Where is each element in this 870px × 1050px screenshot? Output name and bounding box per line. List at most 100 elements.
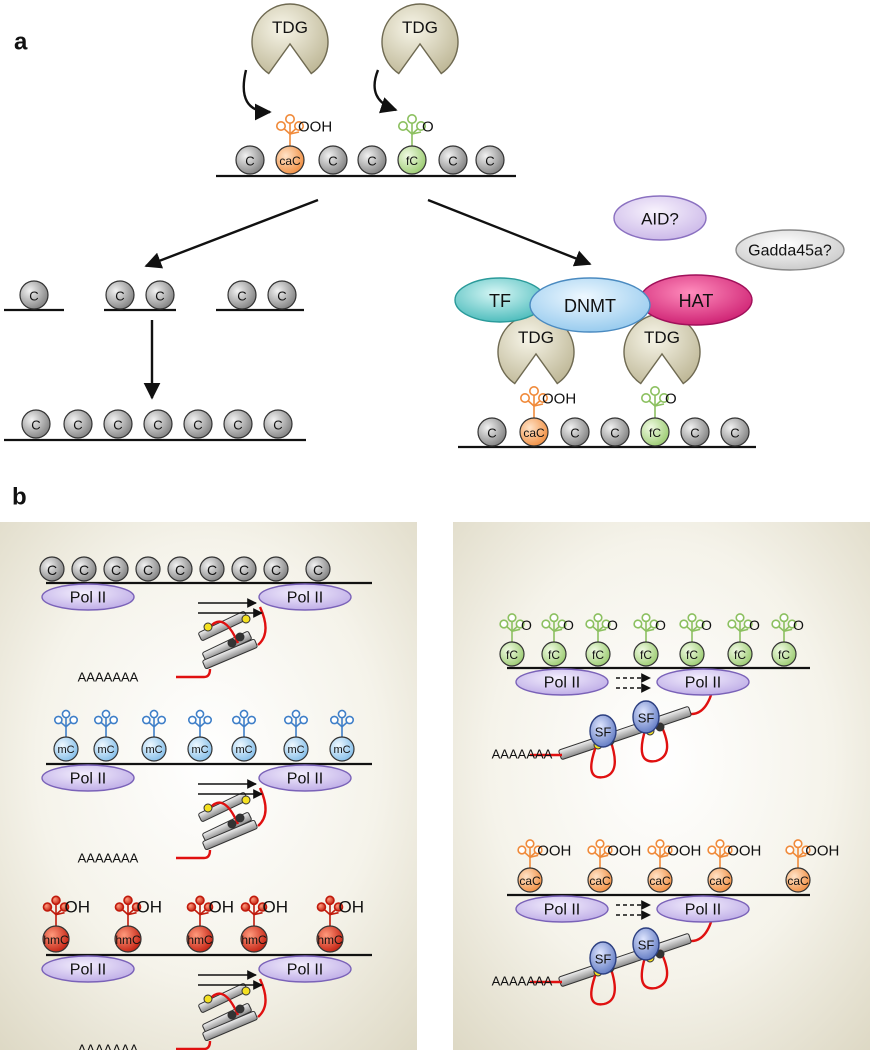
nuc-top-6-label: C [485,154,494,169]
nuc-b1-2 [103,556,129,582]
arrow-to-left [144,198,319,269]
nuc-b4-4-label: fC [686,648,698,662]
stem-ball [59,902,70,912]
nuc-b2-4-group [231,709,257,737]
side-arm [739,628,749,632]
ss-left-2-b [227,819,237,829]
rna-left-2-lead [176,849,212,860]
nuc-top-3 [357,145,387,175]
nuc-b2-5-label: mC [287,744,304,756]
nuc-b5-1-group [587,839,613,868]
pol2-left-2-b [258,764,352,792]
stem-ball [329,715,339,725]
nuc-b2-0 [53,736,79,762]
rna-left-1-lead [176,668,212,679]
ss-left-3-d [241,986,251,996]
o-label: O [665,391,677,408]
aid-label: AID? [641,210,679,229]
nuc-b2-2-label: mC [145,744,162,756]
nuc-top-6 [475,145,505,175]
stem-ball [42,902,53,912]
sf-right-1-b [632,700,660,734]
ss-left-3-b [227,1010,237,1020]
stem-ball [601,619,611,629]
stem-ball [549,613,559,623]
pol2-left-3-b-label: Pol II [287,962,323,979]
nuc-b4-6-label: fC [778,648,790,662]
dnmt [529,277,651,333]
stem-ball [640,392,651,403]
side-arm [659,854,669,858]
panel-label-a: a [14,29,28,56]
ss-left-2-a [203,803,213,813]
side-arm [411,131,422,135]
o-label: O [793,617,804,633]
nuc-b3-4-label: hmC [317,933,343,947]
stem-ball [537,392,548,403]
o-label: O [655,617,666,633]
nuc-b4-6 [771,641,797,667]
nuc-b4-1 [541,641,567,667]
stem-ball [587,845,597,855]
exon-left-2-c-body [202,819,258,851]
stem-ball [293,121,304,132]
tf-label: TF [489,291,511,311]
nuc-b3-3 [240,925,268,953]
tdg-top-left-label: TDG [272,18,308,37]
nuc-b2-1 [93,736,119,762]
pol2-left-3-a-label: Pol II [70,962,106,979]
side-arm [553,628,563,632]
pol2-right-1-b-label: Pol II [685,675,721,692]
nuc-b1-5-label: C [207,562,217,578]
side-arm [127,911,137,916]
side-arm [599,854,609,858]
nuc-repaired-4-label: C [193,418,202,433]
stem-ball [114,902,125,912]
nuc-top-2-label: C [328,154,337,169]
nuc-complex-5 [680,417,710,447]
nuc-b3-0-label: hmC [43,933,69,947]
oh-label: OH [137,898,163,917]
nuc-b2-4-label: mC [235,744,252,756]
arrow-tdg-to-cac [242,69,272,121]
nuc-frag-3b-label: C [277,289,286,304]
stem-ball [515,619,525,629]
stem-ball [557,619,567,629]
nuc-complex-0-label: C [487,426,496,441]
pol2-right-1-b [656,668,750,696]
stem-ball [593,613,603,623]
nuc-complex-5-label: C [690,426,699,441]
polya-left-3: AAAAAAA [78,1042,139,1050]
stem-ball [655,839,665,849]
nuc-complex-0 [477,417,507,447]
stem-ball [157,715,167,725]
nuc-b5-1-label: caC [589,874,611,888]
nuc-b4-1-label: fC [548,648,560,662]
nuc-complex-6-label: C [730,426,739,441]
stem-ball [275,121,286,132]
stem-ball [291,709,301,719]
stem-ball [101,709,111,719]
nuc-b2-1-label: mC [97,744,114,756]
nuc-b1-1-label: C [79,562,89,578]
nuc-frag-2a-label: C [115,289,124,304]
nuc-b1-0 [39,556,65,582]
stem-ball [195,709,205,719]
stem-ball [93,715,103,725]
ooh-label: OOH [667,842,701,859]
pol2-right-1-a-label: Pol II [544,675,580,692]
ooh-label: OOH [537,842,571,859]
nuc-b2-4 [231,736,257,762]
nuc-b2-1-group [93,709,119,737]
nuc-b1-4 [167,556,193,582]
pol2-right-2-b-label: Pol II [685,902,721,919]
polya-left-1: AAAAAAA [78,670,139,685]
nuc-b3-2-label: hmC [187,933,213,947]
stem-ball [519,392,530,403]
nuc-b4-2 [585,641,611,667]
ooh-label: OOH [727,842,761,859]
dna-strands [4,174,810,957]
stem-ball [69,715,79,725]
